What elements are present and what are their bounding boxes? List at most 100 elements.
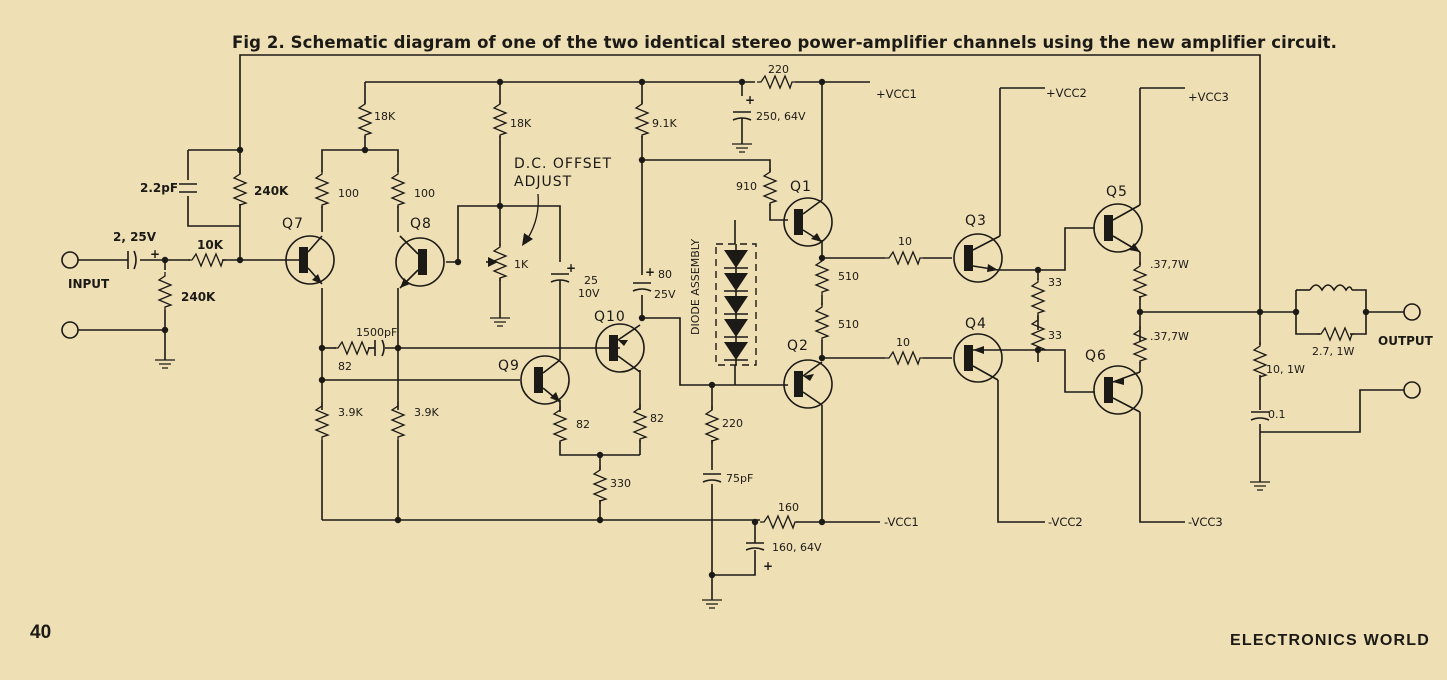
output-ground-terminal[interactable] — [1403, 381, 1421, 399]
label-r-220-bias: 220 — [722, 417, 743, 430]
transistor-q4 — [953, 333, 1003, 383]
capacitor-160 — [745, 542, 765, 551]
resistor-18k-a — [358, 99, 372, 139]
resistor-33-a — [1031, 277, 1045, 317]
resistor-037-a — [1133, 261, 1147, 301]
transistor-q2 — [783, 359, 833, 409]
capacitor-80 — [632, 282, 652, 292]
label-cap-in: 2, 25V — [113, 230, 157, 244]
label-q7: Q7 — [282, 216, 304, 232]
ground-icon — [731, 143, 753, 153]
label-r-33-b: 33 — [1048, 329, 1062, 342]
resistor-910 — [763, 167, 777, 207]
label-r-037-a: .37,7W — [1150, 258, 1189, 271]
resistor-510-b — [815, 302, 829, 342]
input-terminal[interactable] — [61, 251, 79, 269]
label-cap-80-v: 25V — [654, 288, 676, 301]
label-q1: Q1 — [790, 179, 812, 195]
capacitor-2p2 — [179, 183, 197, 193]
rail-vcc1-pos: +VCC1 — [876, 87, 917, 101]
rail-vcc2-neg: -VCC2 — [1048, 515, 1083, 529]
resistor-510-a — [815, 256, 829, 296]
label-cap-25: 25 — [584, 274, 598, 287]
capacitor-25 — [550, 273, 570, 283]
label-q10: Q10 — [594, 309, 626, 325]
label-cap-80: 80 — [658, 268, 672, 281]
label-q4: Q4 — [965, 316, 987, 332]
rail-vcc3-pos: +VCC3 — [1188, 90, 1229, 104]
label-r-037-b: .37,7W — [1150, 330, 1189, 343]
label-cap-25-v: 10V — [578, 287, 600, 300]
rail-vcc2-pos: +VCC2 — [1046, 86, 1087, 100]
transistor-q5 — [1093, 203, 1143, 253]
transistor-q7 — [285, 235, 335, 285]
capacitor-1500p — [374, 339, 385, 357]
resistor-82-a — [333, 341, 373, 355]
svg-text:+: + — [566, 261, 576, 275]
label-diode-assembly: DIODE ASSEMBLY — [689, 239, 702, 335]
label-cap-160: 160, 64V — [772, 541, 822, 554]
label-r-510-a: 510 — [838, 270, 859, 283]
rail-vcc1-neg: -VCC1 — [884, 515, 919, 529]
transistor-q3 — [953, 233, 1003, 283]
capacitor-input — [127, 250, 137, 270]
resistor-220-top — [756, 75, 796, 89]
svg-text:+: + — [763, 559, 773, 573]
label-r-q8-coll: 100 — [414, 187, 435, 200]
label-r-3k9-a: 3.9K — [338, 406, 363, 419]
resistor-2k7 — [1316, 327, 1356, 341]
resistor-10k — [187, 253, 227, 267]
label-r-q7-load-top: 18K — [374, 110, 396, 123]
resistor-160 — [759, 515, 799, 529]
label-dc-offset-2: ADJUST — [514, 174, 572, 190]
magazine-name: ELECTRONICS WORLD — [1230, 632, 1430, 649]
svg-text:+: + — [645, 265, 655, 279]
label-cap-feedback: 2.2pF — [140, 181, 178, 195]
label-pot-1k: 1K — [514, 258, 529, 271]
svg-text:+: + — [150, 247, 160, 261]
resistors — [158, 75, 1356, 529]
page-number: 40 — [30, 622, 52, 643]
label-r-10-1w: 10, 1W — [1266, 363, 1305, 376]
transistor-q10 — [595, 323, 645, 373]
resistor-100-q7 — [315, 169, 329, 209]
label-r-82-a: 82 — [338, 360, 352, 373]
pot-wiper-arrow — [486, 193, 539, 267]
output-terminal[interactable] — [1403, 303, 1421, 321]
resistor-9k1 — [635, 99, 649, 139]
diode-assembly — [715, 243, 757, 366]
label-r-10-b: 10 — [896, 336, 910, 349]
ground-icon — [154, 359, 176, 369]
label-r-in-shunt: 240K — [181, 290, 216, 304]
ground-icon — [1249, 481, 1271, 491]
label-r-33-a: 33 — [1048, 276, 1062, 289]
label-r-q7-coll: 100 — [338, 187, 359, 200]
label-q8: Q8 — [410, 216, 432, 232]
label-r-330: 330 — [610, 477, 631, 490]
output-label: OUTPUT — [1378, 334, 1434, 348]
resistor-220-bias — [705, 405, 719, 445]
junctions — [161, 78, 1370, 579]
resistor-240k-feedback — [233, 169, 247, 209]
label-r-2k7: 2.7, 1W — [1312, 345, 1354, 358]
label-cap-75: 75pF — [726, 472, 753, 485]
capacitor-75p — [702, 473, 722, 483]
resistor-10-1w — [1253, 341, 1267, 381]
resistor-18k-b — [493, 99, 507, 139]
label-r-10-a: 10 — [898, 235, 912, 248]
label-r-910: 910 — [736, 180, 757, 193]
label-dc-offset-1: D.C. OFFSET — [514, 156, 612, 172]
output-inductor — [1309, 284, 1353, 292]
capacitor-0p1 — [1250, 411, 1270, 421]
label-r-3k9-b: 3.9K — [414, 406, 439, 419]
label-r-510-b: 510 — [838, 318, 859, 331]
label-q9: Q9 — [498, 358, 520, 374]
label-r-82-b: 82 — [576, 418, 590, 431]
input-label: INPUT — [68, 277, 110, 291]
transistor-q9 — [520, 355, 570, 405]
input-ground-terminal[interactable] — [61, 321, 79, 339]
transistor-q6 — [1093, 365, 1143, 415]
label-r-82-c: 82 — [650, 412, 664, 425]
capacitors: + + + + + — [127, 93, 1270, 573]
